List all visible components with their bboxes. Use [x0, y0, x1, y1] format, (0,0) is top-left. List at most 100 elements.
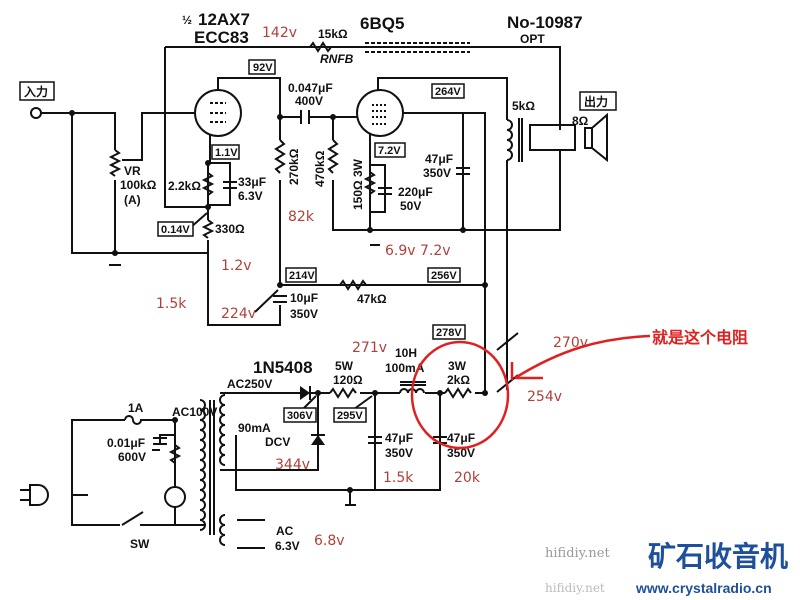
svg-text:270kΩ: 270kΩ — [287, 148, 301, 185]
svg-text:270v: 270v — [553, 335, 588, 351]
svg-text:50V: 50V — [400, 199, 421, 213]
voltage-box-256v: 256V — [427, 267, 461, 283]
voltage-box-7-2v: 7.2V — [374, 142, 406, 158]
svg-text:6BQ5: 6BQ5 — [360, 14, 404, 33]
voltage-box-295v: 295V — [333, 407, 367, 423]
svg-text:350V: 350V — [290, 307, 318, 321]
svg-text:12AX7: 12AX7 — [198, 10, 250, 29]
capacitor-icons — [153, 110, 470, 445]
svg-text:6.8v: 6.8v — [314, 533, 345, 549]
resistor-icons — [108, 41, 472, 464]
svg-text:(A): (A) — [124, 193, 141, 207]
svg-text:271v: 271v — [352, 340, 387, 356]
svg-text:OPT: OPT — [520, 32, 545, 46]
svg-text:20k: 20k — [454, 470, 481, 486]
svg-text:7.2V: 7.2V — [378, 145, 401, 157]
svg-text:100mA: 100mA — [385, 361, 425, 375]
svg-text:264V: 264V — [435, 86, 461, 98]
svg-text:82k: 82k — [288, 209, 315, 225]
svg-text:47μF: 47μF — [385, 431, 413, 445]
svg-text:1A: 1A — [128, 401, 144, 415]
wires — [40, 42, 561, 549]
svg-text:5kΩ: 5kΩ — [512, 99, 535, 113]
voltage-box-1-1v: 1.1V — [211, 144, 240, 160]
svg-text:½: ½ — [182, 13, 192, 27]
power-switch-icon[interactable] — [121, 511, 144, 526]
component-labels: ½ 12AX7 ECC83 6BQ5 No-10987 OPT 15kΩ RNF… — [107, 10, 589, 553]
svg-text:ECC83: ECC83 — [194, 28, 249, 47]
svg-text:AC: AC — [276, 524, 294, 538]
red-callout-arrow — [510, 334, 651, 380]
svg-text:220μF: 220μF — [398, 185, 433, 199]
svg-text:92V: 92V — [253, 62, 273, 74]
speaker-icon — [584, 112, 608, 163]
svg-text:47μF: 47μF — [425, 152, 453, 166]
voltage-box-278v: 278V — [432, 324, 466, 340]
logo-text: 矿石收音机 — [648, 540, 788, 573]
svg-text:8Ω: 8Ω — [572, 114, 589, 128]
svg-text:DCV: DCV — [265, 435, 290, 449]
svg-text:0.047μF: 0.047μF — [288, 81, 333, 95]
svg-text:6.9v 7.2v: 6.9v 7.2v — [385, 243, 451, 259]
svg-text:1.2v: 1.2v — [221, 258, 252, 274]
logo-url: www.crystalradio.cn — [635, 580, 772, 596]
svg-text:400V: 400V — [295, 94, 323, 108]
svg-text:RNFB: RNFB — [320, 52, 354, 66]
diode-icons — [300, 386, 325, 445]
svg-text:150Ω 3W: 150Ω 3W — [351, 158, 365, 210]
voltage-box-92v: 92V — [248, 59, 276, 75]
svg-text:1N5408: 1N5408 — [253, 358, 313, 377]
svg-text:350V: 350V — [385, 446, 413, 460]
svg-text:33μF: 33μF — [238, 175, 266, 189]
svg-text:10μF: 10μF — [290, 291, 318, 305]
tube-6bq5-icon — [356, 89, 404, 137]
svg-text:142v: 142v — [262, 25, 297, 41]
svg-text:5W: 5W — [335, 359, 354, 373]
svg-text:120Ω: 120Ω — [333, 373, 363, 387]
svg-text:2.2kΩ: 2.2kΩ — [168, 179, 201, 193]
svg-text:256V: 256V — [431, 270, 457, 282]
voltage-box-264v: 264V — [431, 83, 465, 99]
svg-text:344v: 344v — [275, 457, 310, 473]
svg-text:No-10987: No-10987 — [507, 13, 583, 32]
svg-text:295V: 295V — [337, 410, 363, 422]
svg-text:15kΩ: 15kΩ — [318, 27, 348, 41]
red-circle-highlight — [410, 340, 510, 450]
power-plug-icon — [20, 484, 49, 506]
svg-text:1.5k: 1.5k — [156, 296, 187, 312]
svg-text:SW: SW — [130, 537, 150, 551]
svg-text:1.5k: 1.5k — [383, 470, 414, 486]
svg-text:254v: 254v — [527, 389, 562, 405]
svg-text:600V: 600V — [118, 450, 146, 464]
svg-text:出力: 出力 — [584, 94, 608, 109]
svg-text:350V: 350V — [423, 166, 451, 180]
svg-text:6.3V: 6.3V — [238, 189, 263, 203]
svg-text:AC250V: AC250V — [227, 377, 272, 391]
tube-12ax7-icon — [194, 89, 242, 137]
svg-text:2kΩ: 2kΩ — [447, 373, 470, 387]
svg-text:3W: 3W — [448, 359, 467, 373]
measured-annotations: 142v 82k 1.2v 1.5k 224v 6.9v 7.2v 271v 2… — [156, 25, 588, 549]
svg-text:1.1V: 1.1V — [215, 147, 238, 159]
ground-icons — [109, 244, 380, 506]
output-transformer-icon — [506, 118, 576, 162]
svg-text:470kΩ: 470kΩ — [313, 150, 327, 187]
neon-lamp-icon — [164, 486, 186, 508]
voltage-box-0-14v: 0.14V — [157, 221, 194, 237]
svg-text:47kΩ: 47kΩ — [357, 292, 387, 306]
input-jack-icon[interactable] — [30, 107, 42, 119]
callout-text: 就是这个电阻 — [652, 328, 748, 347]
svg-text:90mA: 90mA — [238, 421, 271, 435]
svg-text:224v: 224v — [221, 306, 256, 322]
voltage-box-306v: 306V — [283, 407, 317, 423]
svg-text:VR: VR — [124, 164, 141, 178]
watermark-site: hifidiy.net — [545, 546, 610, 561]
svg-text:350V: 350V — [447, 446, 475, 460]
svg-text:306V: 306V — [287, 410, 313, 422]
output-label-box: 出力 — [579, 91, 617, 111]
voltage-box-214v: 214V — [285, 267, 317, 283]
junction-dots — [69, 110, 488, 493]
svg-text:10H: 10H — [395, 346, 417, 360]
